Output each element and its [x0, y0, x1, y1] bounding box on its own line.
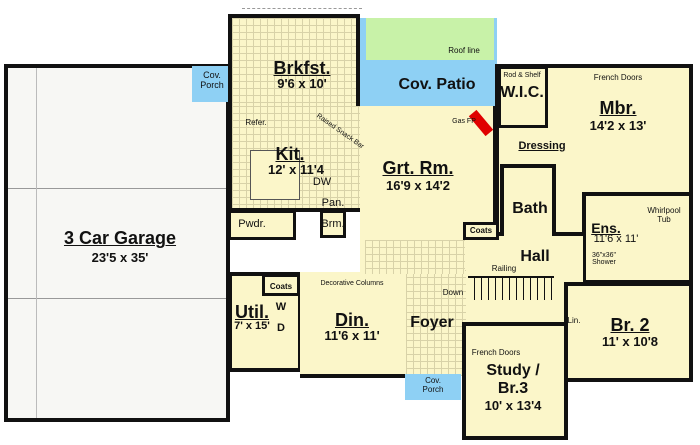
washer-label: W [275, 301, 287, 313]
foyer-label: Foyer [410, 314, 454, 331]
hall-label: Hall [520, 248, 550, 265]
kitchen-label: Kit. [275, 144, 305, 164]
breakfast-size: 9'6 x 10' [277, 76, 327, 91]
down-label: Down [442, 288, 464, 297]
kitchen-size: 12' x 11'4 [267, 162, 325, 177]
ensuite-label: Ens. [591, 220, 621, 236]
broom-label: Brm. [321, 218, 345, 230]
garage [4, 64, 230, 422]
coats-hall-label: Coats [469, 226, 493, 235]
dining [300, 272, 406, 378]
roof-line-label: Roof line [448, 46, 480, 55]
coats-closet-hall [463, 222, 499, 240]
rod-shelf-label: Rod & Shelf [503, 72, 541, 79]
patio-label: Cov. Patio [398, 76, 476, 93]
decorative-columns-label: Decorative Columns [320, 280, 384, 287]
shower-label: 36"x36" Shower [591, 252, 617, 266]
ensuite-size: 11'6 x 11' [593, 233, 639, 245]
study-size: 10' x 13'4 [484, 398, 542, 413]
garage-size: 23'5 x 35' [91, 250, 149, 265]
french-doors-study: French Doors [471, 348, 521, 357]
broom-closet [320, 210, 346, 238]
pantry-label: Pan. [321, 197, 345, 209]
railing-label: Railing [491, 264, 517, 273]
walk-in-closet [498, 66, 548, 128]
porch-front [405, 374, 461, 400]
utility-label: Util. [235, 302, 269, 322]
dining-label: Din. [335, 310, 369, 330]
breakfast [228, 14, 360, 114]
bedroom-2-size: 11' x 10'8 [601, 334, 659, 349]
linen-label: Lin. [567, 316, 581, 325]
dryer-label: D [277, 322, 285, 334]
great-room-size: 16'9 x 14'2 [385, 178, 451, 193]
powder-room [228, 210, 296, 240]
garage-label: 3 Car Garage [63, 228, 177, 248]
dishwasher-label: DW [312, 176, 332, 188]
roof-line [366, 18, 494, 60]
powder-label: Pwdr. [238, 218, 266, 230]
master-size: 14'2 x 13' [589, 118, 647, 133]
foyer [406, 270, 466, 376]
master-label: Mbr. [599, 98, 637, 118]
utility-size: 7' x 15' [234, 320, 270, 332]
study [462, 322, 568, 440]
great-room-label: Grt. Rm. [382, 158, 454, 178]
bedroom-2 [564, 282, 693, 382]
bath-label: Bath [512, 200, 548, 217]
study-label-2: Br.3 [497, 380, 529, 397]
whirlpool-label: Whirlpool Tub [647, 206, 681, 224]
porch-left [192, 66, 232, 102]
coats-util-label: Coats [269, 282, 293, 291]
stairs [468, 276, 554, 300]
study-label: Study / [486, 362, 540, 379]
dressing-label: Dressing [518, 140, 566, 152]
french-doors-mbr: French Doors [593, 73, 643, 82]
refrigerator-label: Refer. [245, 118, 267, 127]
dining-size: 11'6 x 11' [324, 328, 380, 343]
bedroom-2-label: Br. 2 [610, 315, 650, 335]
porch-left-label: Cov. Porch [200, 70, 224, 90]
porch-front-label: Cov. Porch [422, 376, 444, 394]
wic-label: W.I.C. [500, 84, 544, 101]
coats-closet-util [262, 274, 300, 296]
gas-fp-label: Gas FP [452, 118, 476, 125]
breakfast-label: Brkfst. [273, 58, 331, 78]
